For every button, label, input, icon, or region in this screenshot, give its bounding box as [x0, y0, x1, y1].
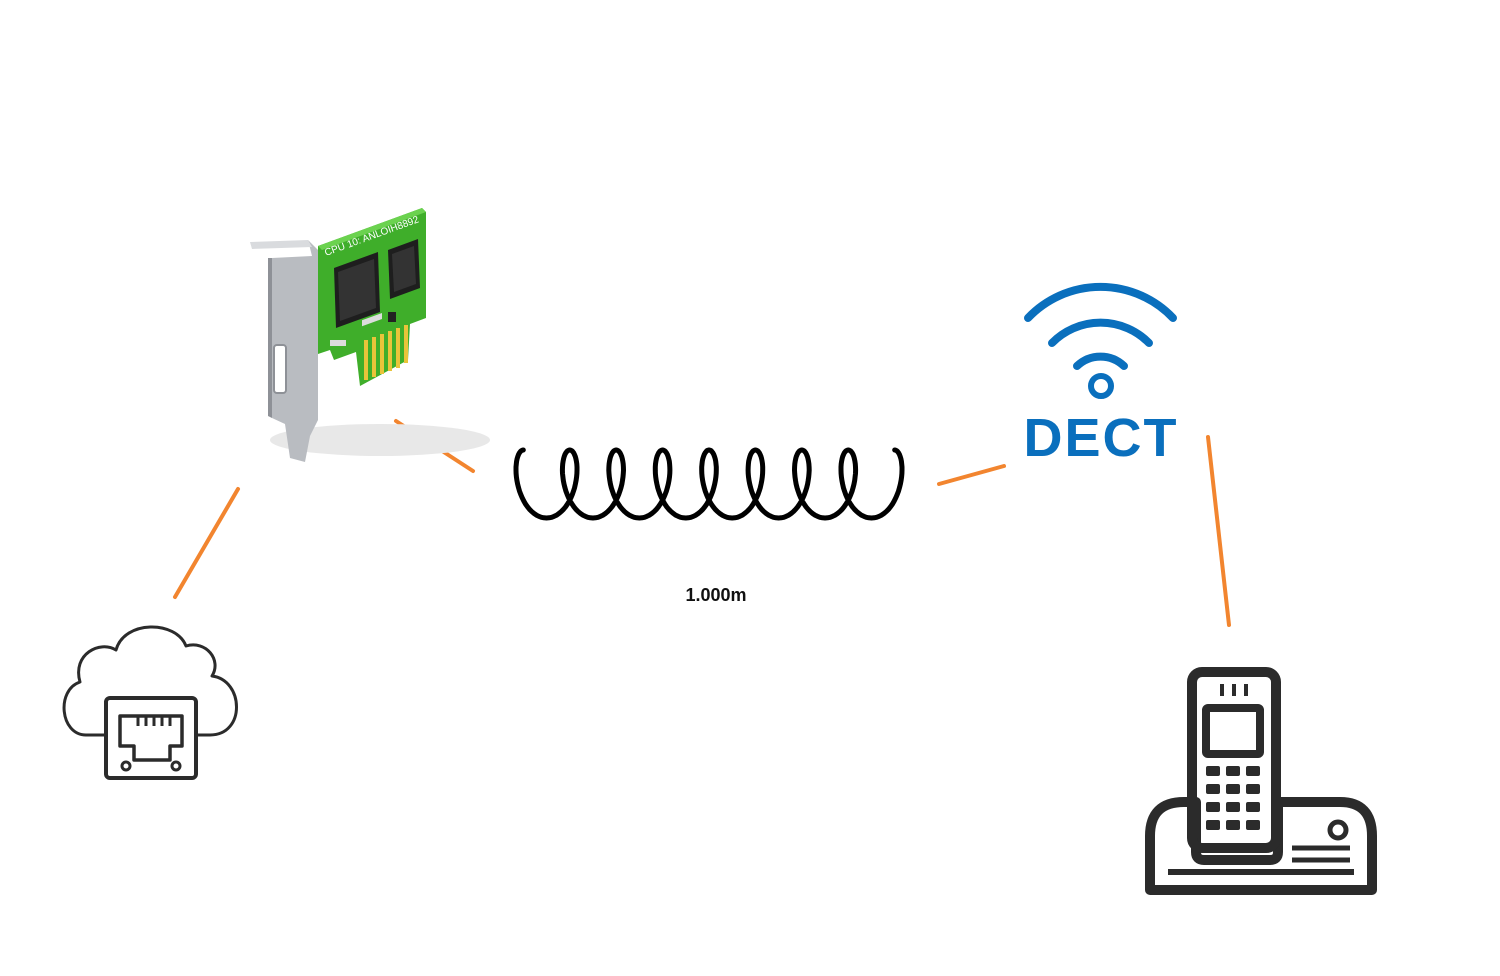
card-chip-secondary [388, 239, 420, 299]
card-shadow [270, 424, 490, 456]
network-card-image: CPU 10: ANLOIH8892 [250, 208, 490, 462]
card-gold-contacts [364, 325, 408, 380]
connector-cloud-to-card [173, 487, 240, 599]
card-pcb [318, 208, 426, 386]
cloud-ethernet-icon [62, 625, 238, 780]
dect-logo: DECT [1024, 282, 1179, 468]
wifi-icon [1024, 282, 1177, 399]
card-bracket [250, 240, 318, 462]
distance-label: 1.000m [685, 585, 746, 605]
connector-coil-to-dect [937, 464, 1006, 486]
connector-dect-to-phone [1206, 435, 1231, 627]
card-chip-main [334, 252, 380, 328]
coil-icon [513, 447, 905, 521]
dect-text: DECT [1024, 408, 1179, 468]
cordless-phone-icon [1145, 667, 1377, 895]
